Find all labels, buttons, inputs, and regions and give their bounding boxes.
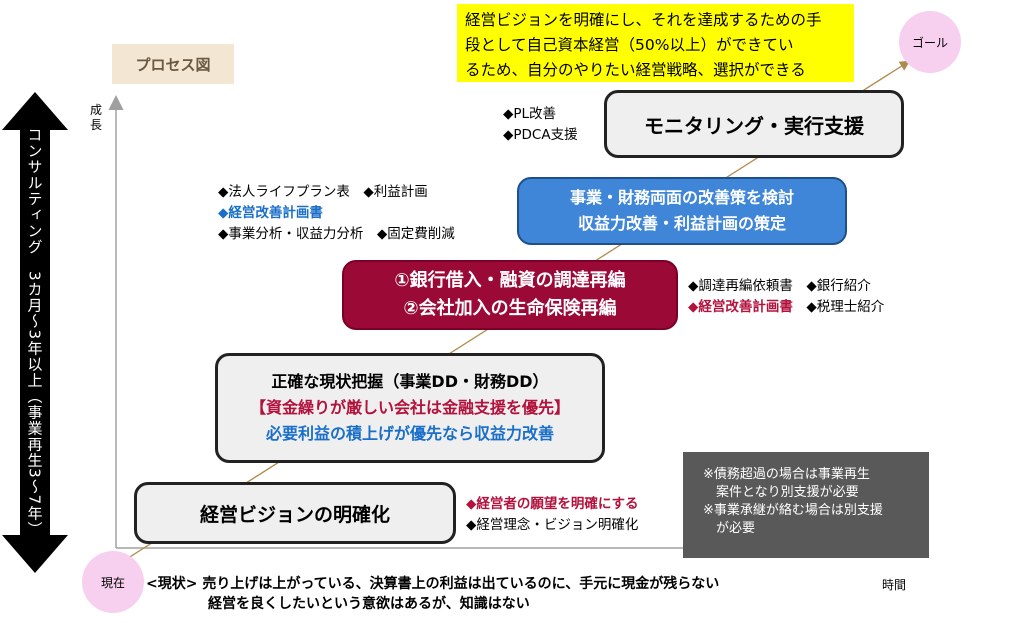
- step-label: モニタリング・実行支援: [644, 113, 864, 138]
- current-state-line: <現状> 売り上げは上がっている、決算書上の利益は出ているのに、手元に現金が残ら…: [146, 576, 720, 592]
- x-axis-label: 時間: [882, 578, 907, 592]
- goal-marker: ゴール: [899, 11, 961, 73]
- note-item: ◆経営理念・ビジョン明確化: [466, 517, 639, 533]
- step-line: 正確な現状把握（事業DD・財務DD）: [271, 372, 549, 391]
- step4-notes: ◆法人ライフプラン表 ◆利益計画 ◆経営改善計画書 ◆事業分析・収益力分析 ◆固…: [218, 182, 455, 245]
- current-state-line: 経営を良くしたいという意欲はあるが、知識はない: [208, 596, 530, 612]
- goal-description: 経営ビジョンを明確にし、それを達成するための手 段として自己資本経営（50%以上…: [457, 4, 854, 82]
- consulting-period-label: コンサルティング 3カ月～3年以上（事業再生3～7年）: [25, 127, 44, 538]
- step-vision-clarification: 経営ビジョンの明確化: [134, 482, 456, 544]
- note-line: が必要: [703, 521, 756, 536]
- step3-notes: ◆調達再編依頼書 ◆銀行紹介 ◆経営改善計画書 ◆税理士紹介: [688, 276, 884, 318]
- goal-note-line: 段として自己資本経営（50%以上）ができてい: [465, 36, 794, 54]
- note-item: ◆税理士紹介: [792, 299, 885, 315]
- step-current-analysis: 正確な現状把握（事業DD・財務DD） 【資金繰りが厳しい会社は金融支援を優先】 …: [215, 353, 605, 463]
- special-cases-note: ※債務超過の場合は事業再生 案件となり別支援が必要 ※事業承継が絡む場合は別支援…: [683, 452, 929, 558]
- consulting-period-arrow: [2, 92, 68, 573]
- note-item: ◆経営改善計画書: [688, 299, 793, 315]
- step-line: ②会社加入の生命保険再編: [403, 298, 617, 319]
- diagram-title: プロセス図: [112, 44, 234, 84]
- note-item: ◆PL改善: [503, 106, 557, 122]
- note-line: 案件となり別支援が必要: [703, 485, 859, 500]
- step-line: 収益力改善・利益計画の策定: [577, 214, 786, 233]
- step-line: 事業・財務両面の改善策を検討: [569, 188, 794, 207]
- note-line: ※債務超過の場合は事業再生: [703, 467, 870, 482]
- step-monitoring-support: モニタリング・実行支援: [604, 90, 904, 158]
- note-item: ◆経営改善計画書: [218, 205, 323, 221]
- note-item: ◆事業分析・収益力分析 ◆固定費削減: [218, 226, 455, 242]
- step-label: 経営ビジョンの明確化: [199, 503, 390, 526]
- step-financing-restructure: ①銀行借入・融資の調達再編 ②会社加入の生命保険再編: [342, 260, 678, 330]
- current-marker: 現在: [82, 551, 144, 613]
- goal-note-line: 経営ビジョンを明確にし、それを達成するための手: [465, 11, 822, 29]
- step-line: ①銀行借入・融資の調達再編: [394, 270, 626, 291]
- step-improvement-plan: 事業・財務両面の改善策を検討 収益力改善・利益計画の策定: [517, 177, 847, 245]
- note-item: ◆経営者の願望を明確にする: [466, 496, 639, 512]
- y-axis-label: 成長: [90, 103, 103, 132]
- note-line: ※事業承継が絡む場合は別支援: [703, 503, 883, 518]
- note-item: ◆調達再編依頼書 ◆銀行紹介: [688, 278, 871, 294]
- current-state-description: <現状> 売り上げは上がっている、決算書上の利益は出ているのに、手元に現金が残ら…: [146, 574, 719, 614]
- step1-notes: ◆経営者の願望を明確にする ◆経営理念・ビジョン明確化: [466, 494, 639, 536]
- goal-note-line: るため、自分のやりたい経営戦略、選択ができる: [465, 61, 806, 79]
- step-line-highlight-blue: 必要利益の積上げが優先なら収益力改善: [265, 424, 554, 443]
- step5-notes: ◆PL改善 ◆PDCA支援: [503, 104, 578, 146]
- note-item: ◆法人ライフプラン表 ◆利益計画: [218, 184, 428, 200]
- step-line-highlight-red: 【資金繰りが厳しい会社は金融支援を優先】: [249, 398, 570, 417]
- note-item: ◆PDCA支援: [503, 127, 578, 143]
